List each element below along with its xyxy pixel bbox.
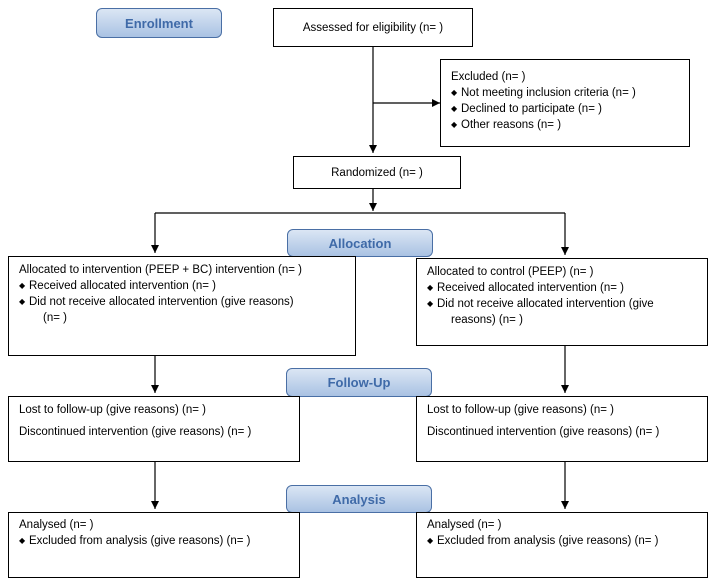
followup-intervention-lost: Lost to follow-up (give reasons) (n= ) [19, 404, 206, 416]
stage-enrollment-label: Enrollment [125, 15, 193, 31]
analysis-control-analysed: Analysed (n= ) [427, 519, 502, 531]
excluded-item: ◆Other reasons (n= ) [451, 117, 679, 133]
received-text: Received allocated intervention (n= ) [29, 280, 216, 292]
stage-analysis-label: Analysis [332, 491, 386, 507]
followup-intervention-box: Lost to follow-up (give reasons) (n= ) D… [8, 396, 300, 462]
allocation-intervention-box: Allocated to intervention (PEEP + BC) in… [8, 256, 356, 356]
bullet-icon: ◆ [427, 536, 434, 545]
stage-followup: Follow-Up [286, 368, 432, 397]
bullet-icon: ◆ [427, 299, 434, 308]
stage-enrollment: Enrollment [96, 8, 222, 38]
stage-allocation-label: Allocation [328, 235, 392, 251]
allocation-control-not-received-cont: reasons) (n= ) [451, 314, 523, 326]
bullet-icon: ◆ [451, 120, 458, 129]
allocation-intervention-not-received: ◆Did not receive allocated intervention … [19, 294, 345, 310]
allocation-control-box: Allocated to control (PEEP) (n= ) ◆Recei… [416, 258, 708, 346]
followup-control-discontinued: Discontinued intervention (give reasons)… [427, 426, 660, 438]
allocation-intervention-title: Allocated to intervention (PEEP + BC) in… [19, 264, 302, 276]
allocation-intervention-received: ◆Received allocated intervention (n= ) [19, 278, 345, 294]
analysis-control-excluded: ◆Excluded from analysis (give reasons) (… [427, 533, 697, 549]
excluded-box: Excluded (n= ) ◆Not meeting inclusion cr… [440, 59, 690, 147]
followup-intervention-discontinued: Discontinued intervention (give reasons)… [19, 426, 252, 438]
analysis-intervention-analysed: Analysed (n= ) [19, 519, 94, 531]
not-received-text: Did not receive allocated intervention (… [29, 296, 294, 308]
stage-analysis: Analysis [286, 485, 432, 513]
followup-control-box: Lost to follow-up (give reasons) (n= ) D… [416, 396, 708, 462]
randomized-box: Randomized (n= ) [293, 156, 461, 189]
bullet-icon: ◆ [19, 281, 26, 290]
stage-allocation: Allocation [287, 229, 433, 257]
bullet-icon: ◆ [427, 283, 434, 292]
excluded-item: ◆Declined to participate (n= ) [451, 101, 679, 117]
allocation-control-received: ◆Received allocated intervention (n= ) [427, 280, 697, 296]
received-text: Received allocated intervention (n= ) [437, 282, 624, 294]
bullet-icon: ◆ [451, 88, 458, 97]
analysis-control-box: Analysed (n= ) ◆Excluded from analysis (… [416, 512, 708, 578]
excluded-item: ◆Not meeting inclusion criteria (n= ) [451, 85, 679, 101]
assessed-box: Assessed for eligibility (n= ) [273, 8, 473, 47]
stage-followup-label: Follow-Up [327, 375, 391, 390]
excluded-item-text: Not meeting inclusion criteria (n= ) [461, 87, 636, 99]
excluded-text: Excluded from analysis (give reasons) (n… [437, 535, 659, 547]
bullet-icon: ◆ [451, 104, 458, 113]
excluded-item-text: Other reasons (n= ) [461, 119, 562, 131]
analysis-intervention-box: Analysed (n= ) ◆Excluded from analysis (… [8, 512, 300, 578]
analysis-intervention-excluded: ◆Excluded from analysis (give reasons) (… [19, 533, 289, 549]
followup-control-lost: Lost to follow-up (give reasons) (n= ) [427, 404, 614, 416]
allocation-intervention-not-received-n: (n= ) [43, 312, 67, 324]
excluded-item-text: Declined to participate (n= ) [461, 103, 602, 115]
randomized-text: Randomized (n= ) [331, 166, 423, 179]
allocation-control-not-received: ◆Did not receive allocated intervention … [427, 296, 697, 312]
not-received-text: Did not receive allocated intervention (… [437, 298, 654, 310]
excluded-title: Excluded (n= ) [451, 71, 526, 83]
bullet-icon: ◆ [19, 536, 26, 545]
excluded-text: Excluded from analysis (give reasons) (n… [29, 535, 251, 547]
assessed-text: Assessed for eligibility (n= ) [302, 21, 444, 34]
bullet-icon: ◆ [19, 297, 26, 306]
allocation-control-title: Allocated to control (PEEP) (n= ) [427, 266, 594, 278]
